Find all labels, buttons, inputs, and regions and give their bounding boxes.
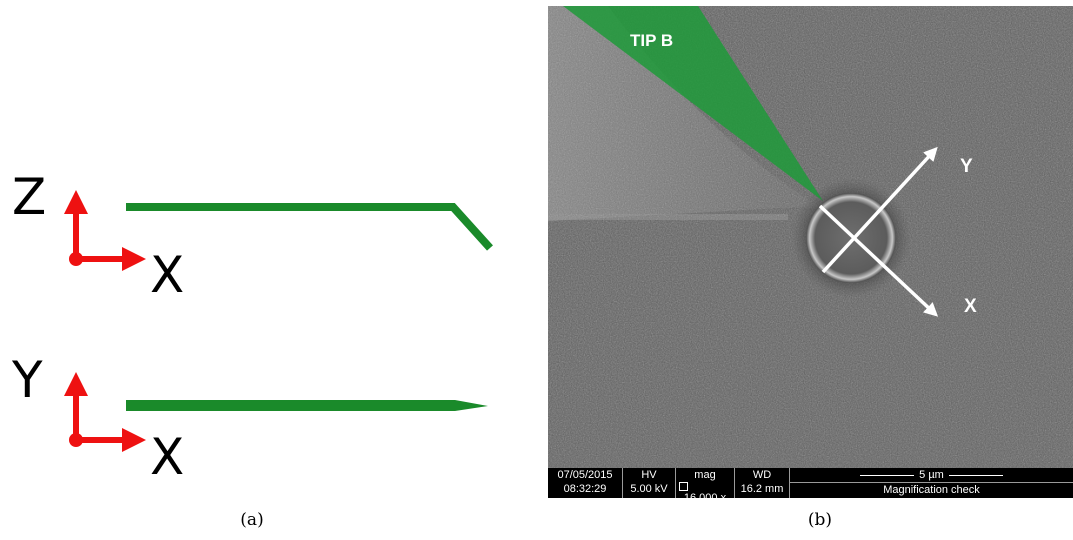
hv-cell: HV 5.00 kV [623,468,676,498]
sem-axis-arrows [818,146,939,317]
sem-micrograph: TIP B Y X [548,6,1073,468]
scale-cell: 5 µm Magnification check [790,468,1073,498]
wd-label: WD [752,469,772,481]
mag-cell: mag 16 000 x [676,468,735,504]
caption-a: (a) [240,510,264,530]
panel-a: Z X Y X [0,0,520,540]
x-direction-arrow [818,204,939,317]
hv-value: 5.00 kV [630,483,668,495]
z-axis-label: Z [12,168,47,226]
scale-bar: 5 µm [790,468,1073,482]
panel-b-sem-image: TIP B Y X 07/05/2015 08:32:29 HV 5.00 kV… [548,6,1073,504]
time-text: 08:32:29 [563,483,607,495]
mag-value: 16 000 x [683,492,727,504]
scale-bar-text: 5 µm [914,468,949,482]
sem-y-label: Y [960,156,973,177]
mag-box-icon [679,482,688,491]
y-axis-label: Y [12,351,43,409]
caption-b: (b) [807,510,833,530]
tip-b-overlay [563,6,823,201]
y-direction-arrow [821,146,938,274]
wd-value: 16.2 mm [740,483,784,495]
sem-x-label: X [964,296,977,317]
tip-b-label: TIP B [630,31,673,50]
wd-cell: WD 16.2 mm [735,468,790,498]
sem-info-bar: 07/05/2015 08:32:29 HV 5.00 kV mag 16 00… [548,468,1073,504]
mag-label: mag [694,469,716,481]
x-axis-label-lower: X [150,428,185,486]
axes-triad-yx [64,372,146,452]
hv-label: HV [641,469,657,481]
probe-side-view [126,203,493,251]
datetime-cell: 07/05/2015 08:32:29 [548,468,623,498]
axes-triad-zx [64,190,146,271]
x-axis-label-upper: X [150,246,185,304]
panel-a-drawing [64,190,493,452]
probe-top-view [126,400,488,411]
note-text: Magnification check [790,482,1073,497]
date-text: 07/05/2015 [557,469,613,481]
